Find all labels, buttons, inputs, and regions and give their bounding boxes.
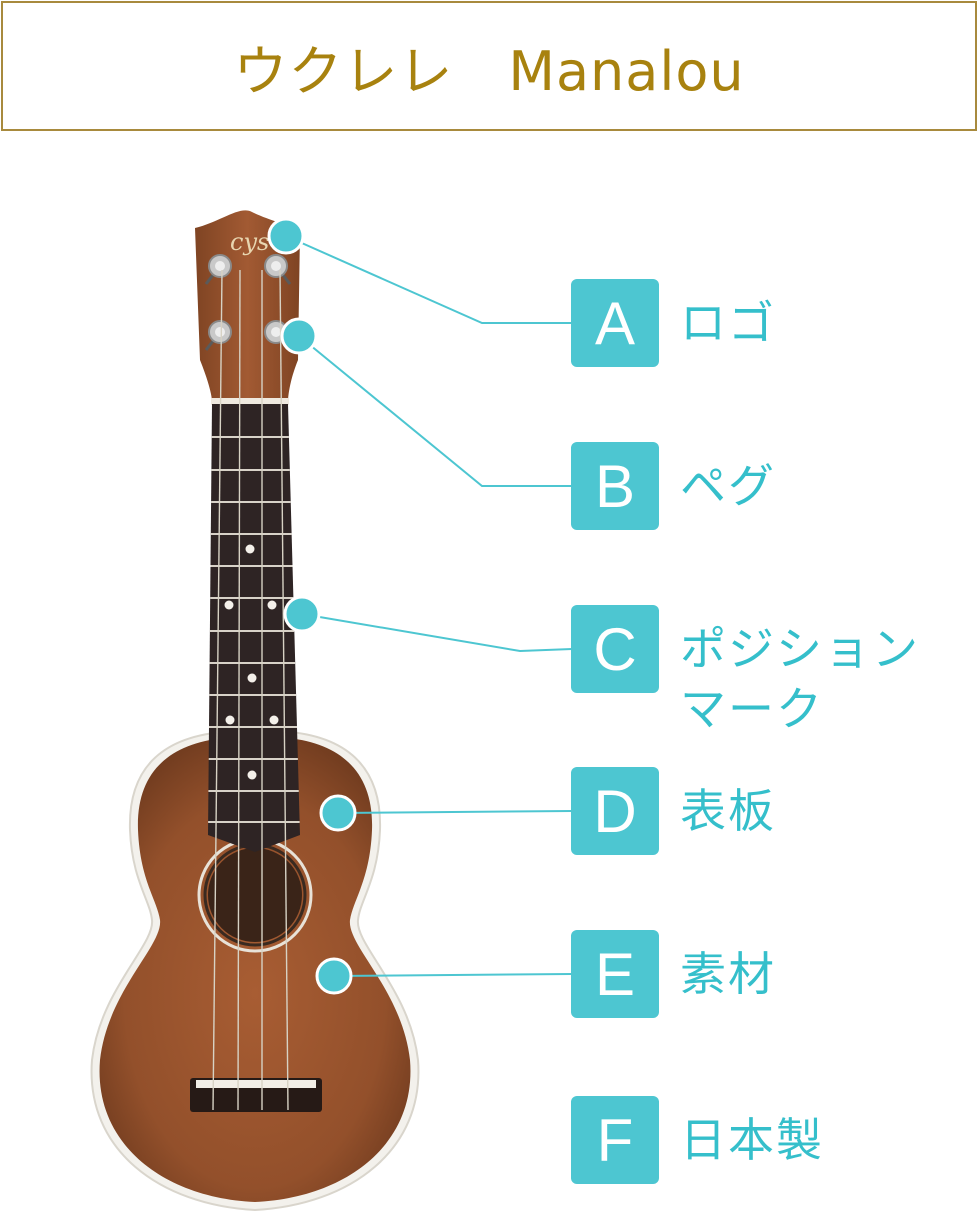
badge-a: A [571, 279, 659, 367]
tuning-pegs [204, 254, 292, 351]
callout-dot [319, 794, 357, 832]
part-label-a: ロゴ [680, 296, 776, 350]
leader-line [285, 235, 572, 324]
ukulele-body [90, 731, 420, 1212]
bridge [190, 1078, 322, 1112]
position-marker-dot [247, 770, 257, 780]
part-label-e: 素材 [680, 947, 776, 1001]
part-label-d: 表板 [680, 784, 776, 838]
callout-dot [283, 595, 321, 633]
part-label-f: 日本製 [680, 1113, 824, 1167]
tuning-peg [264, 254, 292, 285]
string [279, 269, 289, 1111]
nut [211, 398, 289, 405]
strings [212, 269, 289, 1111]
tuning-peg [204, 254, 232, 285]
position-marker-dot [225, 715, 235, 725]
string [212, 269, 223, 1111]
position-marker-dot [269, 715, 279, 725]
string [237, 269, 241, 1111]
logo-mark: cys [230, 228, 269, 256]
leader-line [337, 810, 573, 814]
position-marker-dot [224, 600, 234, 610]
callout-dot [280, 317, 318, 355]
part-label-c: ポジション マーク [680, 622, 920, 736]
position-marker-dot [267, 600, 277, 610]
badge-e: E [571, 930, 659, 1018]
badge-f: F [571, 1096, 659, 1184]
leader-line [333, 973, 573, 977]
badge-c: C [571, 605, 659, 693]
fretboard [208, 404, 300, 852]
callout-dot [315, 957, 353, 995]
tuning-peg [204, 320, 232, 351]
page-title: ウクレレ Manalou [233, 39, 745, 103]
title-box: ウクレレ Manalou [1, 1, 977, 131]
leader-lines [267, 217, 573, 995]
position-marker-dot [245, 544, 255, 554]
badge-b: B [571, 442, 659, 530]
position-marker-dot [247, 673, 257, 683]
leader-line [298, 335, 572, 487]
leader-line [301, 613, 573, 653]
badge-d: D [571, 767, 659, 855]
callout-dot [267, 217, 305, 255]
part-label-b: ペグ [680, 459, 776, 513]
